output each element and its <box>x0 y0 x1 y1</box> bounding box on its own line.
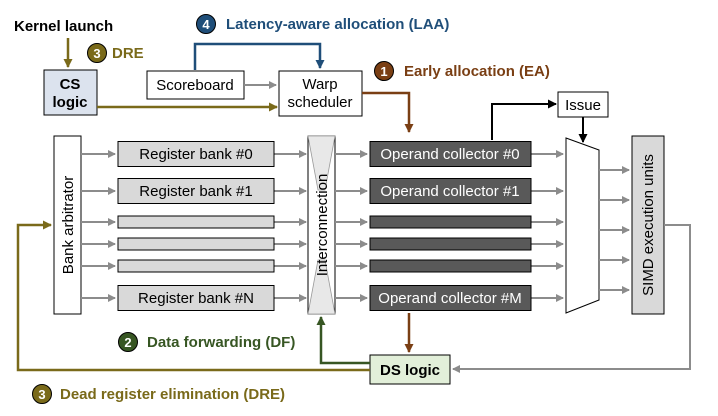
simd-to-ds-arrow <box>452 224 691 373</box>
register-bank <box>117 237 275 251</box>
df-annotation: 2 Data forwarding (DF) <box>118 332 295 352</box>
bank-arbitrator-box: Bank arbitrator <box>53 135 82 315</box>
badge-icon <box>196 14 216 34</box>
register-bank <box>117 215 275 229</box>
badge-icon <box>374 61 394 81</box>
ea-arrow <box>362 91 414 133</box>
svg-text:2: 2 <box>124 335 131 350</box>
svg-text:SIMD execution units: SIMD execution units <box>640 154 657 296</box>
svg-text:1: 1 <box>380 64 387 79</box>
svg-text:logic: logic <box>52 94 87 111</box>
interconnection-box: Interconnection <box>307 135 336 315</box>
operand-collector-label: Operand collector #M <box>378 290 521 307</box>
svg-text:scheduler: scheduler <box>287 94 352 111</box>
badge-icon <box>87 43 107 63</box>
svg-text:CS: CS <box>60 76 81 93</box>
register-bank-label: Register bank #1 <box>139 183 252 200</box>
register-bank <box>117 259 275 273</box>
issue-mux <box>565 137 600 314</box>
operand-collector-label: Operand collector #1 <box>380 183 519 200</box>
svg-text:Dead register elimination (DRE: Dead register elimination (DRE) <box>60 386 285 403</box>
svg-text:Scoreboard: Scoreboard <box>156 77 234 94</box>
laa-arrow <box>193 42 325 70</box>
register-bank-label: Register bank #0 <box>139 146 252 163</box>
collector-to-issue-arrow <box>491 99 557 140</box>
dre-loop-arrow <box>16 220 370 372</box>
kernel-launch-label: Kernel launch <box>14 18 113 35</box>
svg-text:Issue: Issue <box>565 97 601 114</box>
register-bank <box>117 285 275 311</box>
scoreboard-box: Scoreboard <box>146 70 245 100</box>
operand-collector <box>369 237 532 251</box>
laa-annotation: 4 Latency-aware allocation (LAA) <box>196 14 449 34</box>
svg-text:DS logic: DS logic <box>380 362 440 379</box>
operand-collector <box>369 178 532 204</box>
operand-collector <box>369 285 532 311</box>
badge-icon <box>32 384 52 404</box>
ea-annotation: 1 Early allocation (EA) <box>374 61 550 81</box>
datapath-rows: Register bank #0 Operand collector #0 Regi… <box>81 141 564 311</box>
simd-execution-units-box: SIMD execution units <box>631 135 665 315</box>
svg-text:Interconnection: Interconnection <box>314 174 331 277</box>
issue-box: Issue <box>557 91 609 118</box>
register-bank <box>117 141 275 167</box>
svg-text:4: 4 <box>202 17 210 32</box>
operand-collector <box>369 259 532 273</box>
badge-icon <box>118 332 138 352</box>
svg-text:3: 3 <box>38 387 45 402</box>
dre-top-annotation: 3 DRE <box>87 43 144 63</box>
operand-collector <box>369 215 532 229</box>
ds-logic-box: DS logic <box>369 354 451 385</box>
svg-text:Bank arbitrator: Bank arbitrator <box>60 176 77 274</box>
cs-logic-box: CS logic <box>43 69 98 116</box>
svg-text:Warp: Warp <box>302 76 337 93</box>
operand-collector-label: Operand collector #0 <box>380 146 519 163</box>
operand-collector <box>369 141 532 167</box>
warp-scheduler-box: Warp scheduler <box>278 70 363 117</box>
svg-text:DRE: DRE <box>112 45 144 62</box>
dre-bottom-annotation: 3 Dead register elimination (DRE) <box>32 384 285 404</box>
svg-text:Data forwarding (DF): Data forwarding (DF) <box>147 334 295 351</box>
mux-to-simd-arrows <box>599 166 630 294</box>
svg-text:Early allocation (EA): Early allocation (EA) <box>404 63 550 80</box>
register-bank <box>117 178 275 204</box>
svg-text:3: 3 <box>93 46 100 61</box>
register-bank-label: Register bank #N <box>138 290 254 307</box>
svg-text:Latency-aware allocation (LAA): Latency-aware allocation (LAA) <box>226 16 449 33</box>
df-arrow <box>316 316 370 365</box>
